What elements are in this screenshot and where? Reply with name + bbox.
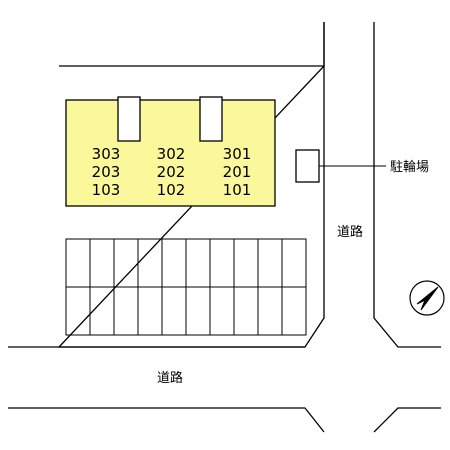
parking-space[interactable] [89,238,115,288]
road-south-label: 道路 [157,370,183,386]
parking-space[interactable] [233,286,259,336]
bicycle-parking-area[interactable] [295,149,320,183]
parking-space[interactable] [209,286,235,336]
north-arrow-pointer [416,286,439,311]
parking-space[interactable] [185,238,211,288]
parking-space[interactable] [113,238,139,288]
apartment-building[interactable] [65,99,276,207]
parking-space[interactable] [233,238,259,288]
stair-box-left [117,96,141,142]
unit-labels: 303 302 301 203 202 201 103 102 101 [92,145,252,199]
unit-102: 102 [157,181,186,199]
road-east-east-edge [373,22,441,348]
unit-201: 201 [223,163,252,181]
stair-box-right [199,96,223,142]
unit-203: 203 [92,163,121,181]
parking-space[interactable] [281,238,307,288]
parking-space[interactable] [161,286,187,336]
parking-space[interactable] [209,238,235,288]
parking-space[interactable] [113,286,139,336]
north-arrow-icon [409,280,445,316]
unit-301: 301 [223,145,252,163]
site-outline [8,22,441,433]
road-east-label: 道路 [337,224,363,240]
parking-space[interactable] [137,238,163,288]
parking-space[interactable] [257,286,283,336]
road-south-south-edge-east [373,407,441,433]
unit-101: 101 [223,181,252,199]
bicycle-parking-label: 駐輪場 [390,159,429,175]
parking-space[interactable] [161,238,187,288]
parking-space[interactable] [185,286,211,336]
parking-lot [65,238,307,336]
unit-303: 303 [92,145,121,163]
parking-space[interactable] [65,238,91,288]
unit-103: 103 [92,181,121,199]
parking-space[interactable] [281,286,307,336]
unit-202: 202 [157,163,186,181]
parking-space[interactable] [257,238,283,288]
road-south-south-edge [8,407,325,433]
parking-space[interactable] [137,286,163,336]
unit-302: 302 [157,145,186,163]
